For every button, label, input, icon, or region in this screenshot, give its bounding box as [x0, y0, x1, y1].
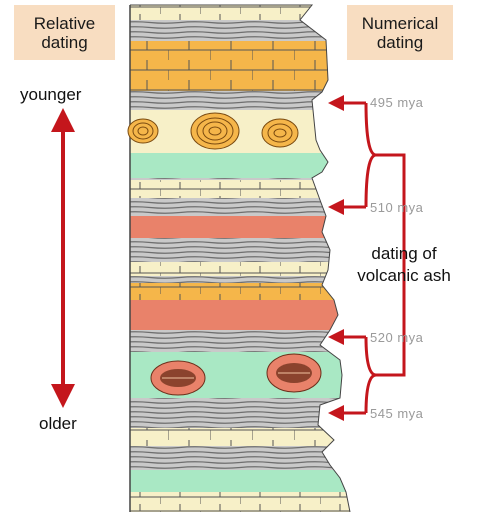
- age-label-545: 545 mya: [370, 406, 423, 421]
- older-label: older: [39, 414, 77, 434]
- age-label-495: 495 mya: [370, 95, 423, 110]
- rock-column: [130, 0, 360, 512]
- age-unit: mya: [397, 406, 423, 421]
- age-unit: mya: [397, 95, 423, 110]
- age-unit: mya: [397, 330, 423, 345]
- volcanic-ash-label: dating of volcanic ash: [344, 243, 464, 287]
- age-value: 510: [370, 200, 393, 215]
- ash-label-line-2: volcanic ash: [344, 265, 464, 287]
- age-value: 520: [370, 330, 393, 345]
- ash-label-line-1: dating of: [344, 243, 464, 265]
- age-value: 545: [370, 406, 393, 421]
- younger-label: younger: [20, 85, 81, 105]
- age-label-510: 510 mya: [370, 200, 423, 215]
- age-value: 495: [370, 95, 393, 110]
- age-label-520: 520 mya: [370, 330, 423, 345]
- relative-time-arrow: [51, 108, 75, 408]
- age-unit: mya: [397, 200, 423, 215]
